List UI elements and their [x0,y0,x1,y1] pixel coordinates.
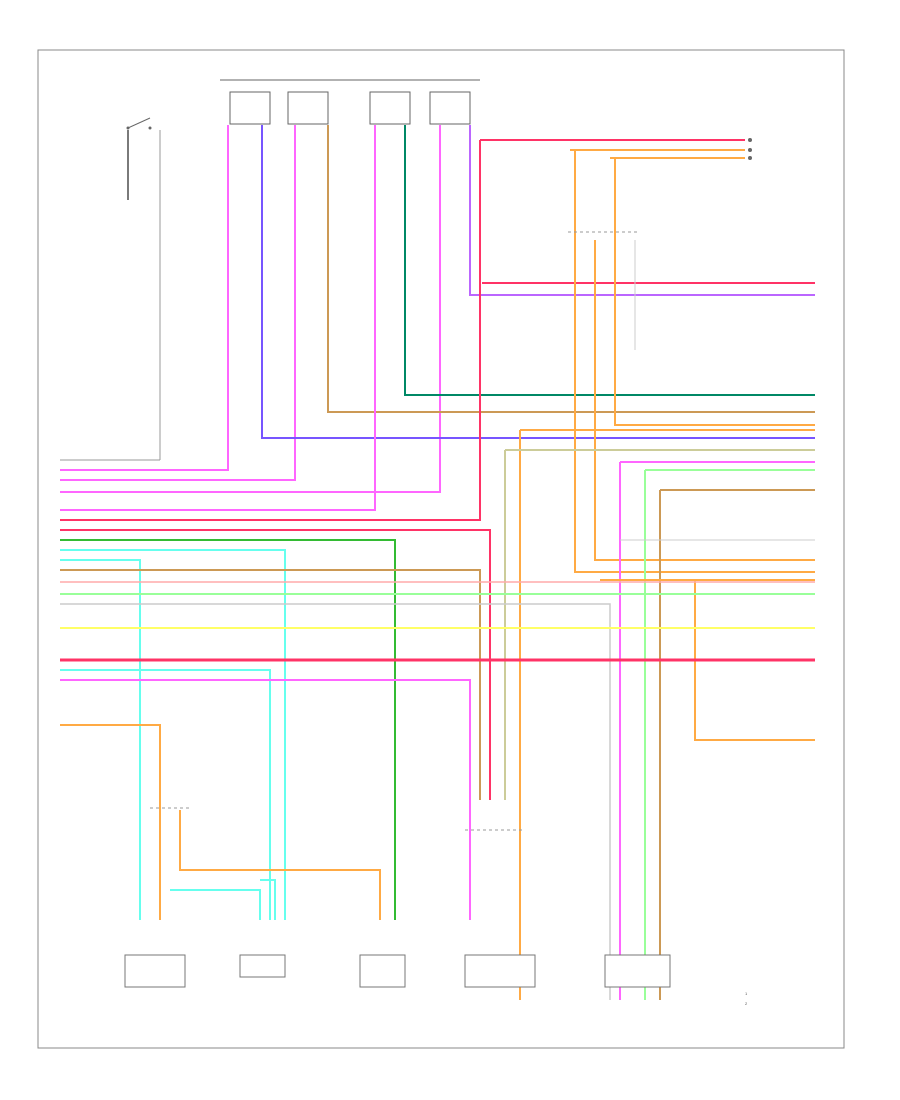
diagram-frame [37,49,845,1049]
legend-item-2: 2 [745,1001,748,1006]
top-left-switch [60,117,161,461]
bottom-component-1 [124,954,186,988]
bottom-component-2 [239,954,286,978]
wires-right [504,429,815,1000]
splice-left [60,724,381,920]
bottom-component-5 [604,954,671,988]
legend-item-1: 1 [745,991,748,996]
bottom-component-3 [359,954,406,988]
wires-left [60,529,815,1000]
top-right-connector [568,138,752,260]
top-center-connector [220,79,480,125]
bottom-component-4 [464,954,536,988]
wires-orange [574,240,815,573]
legend: 1 2 [745,991,748,1006]
wires-top [60,125,815,521]
